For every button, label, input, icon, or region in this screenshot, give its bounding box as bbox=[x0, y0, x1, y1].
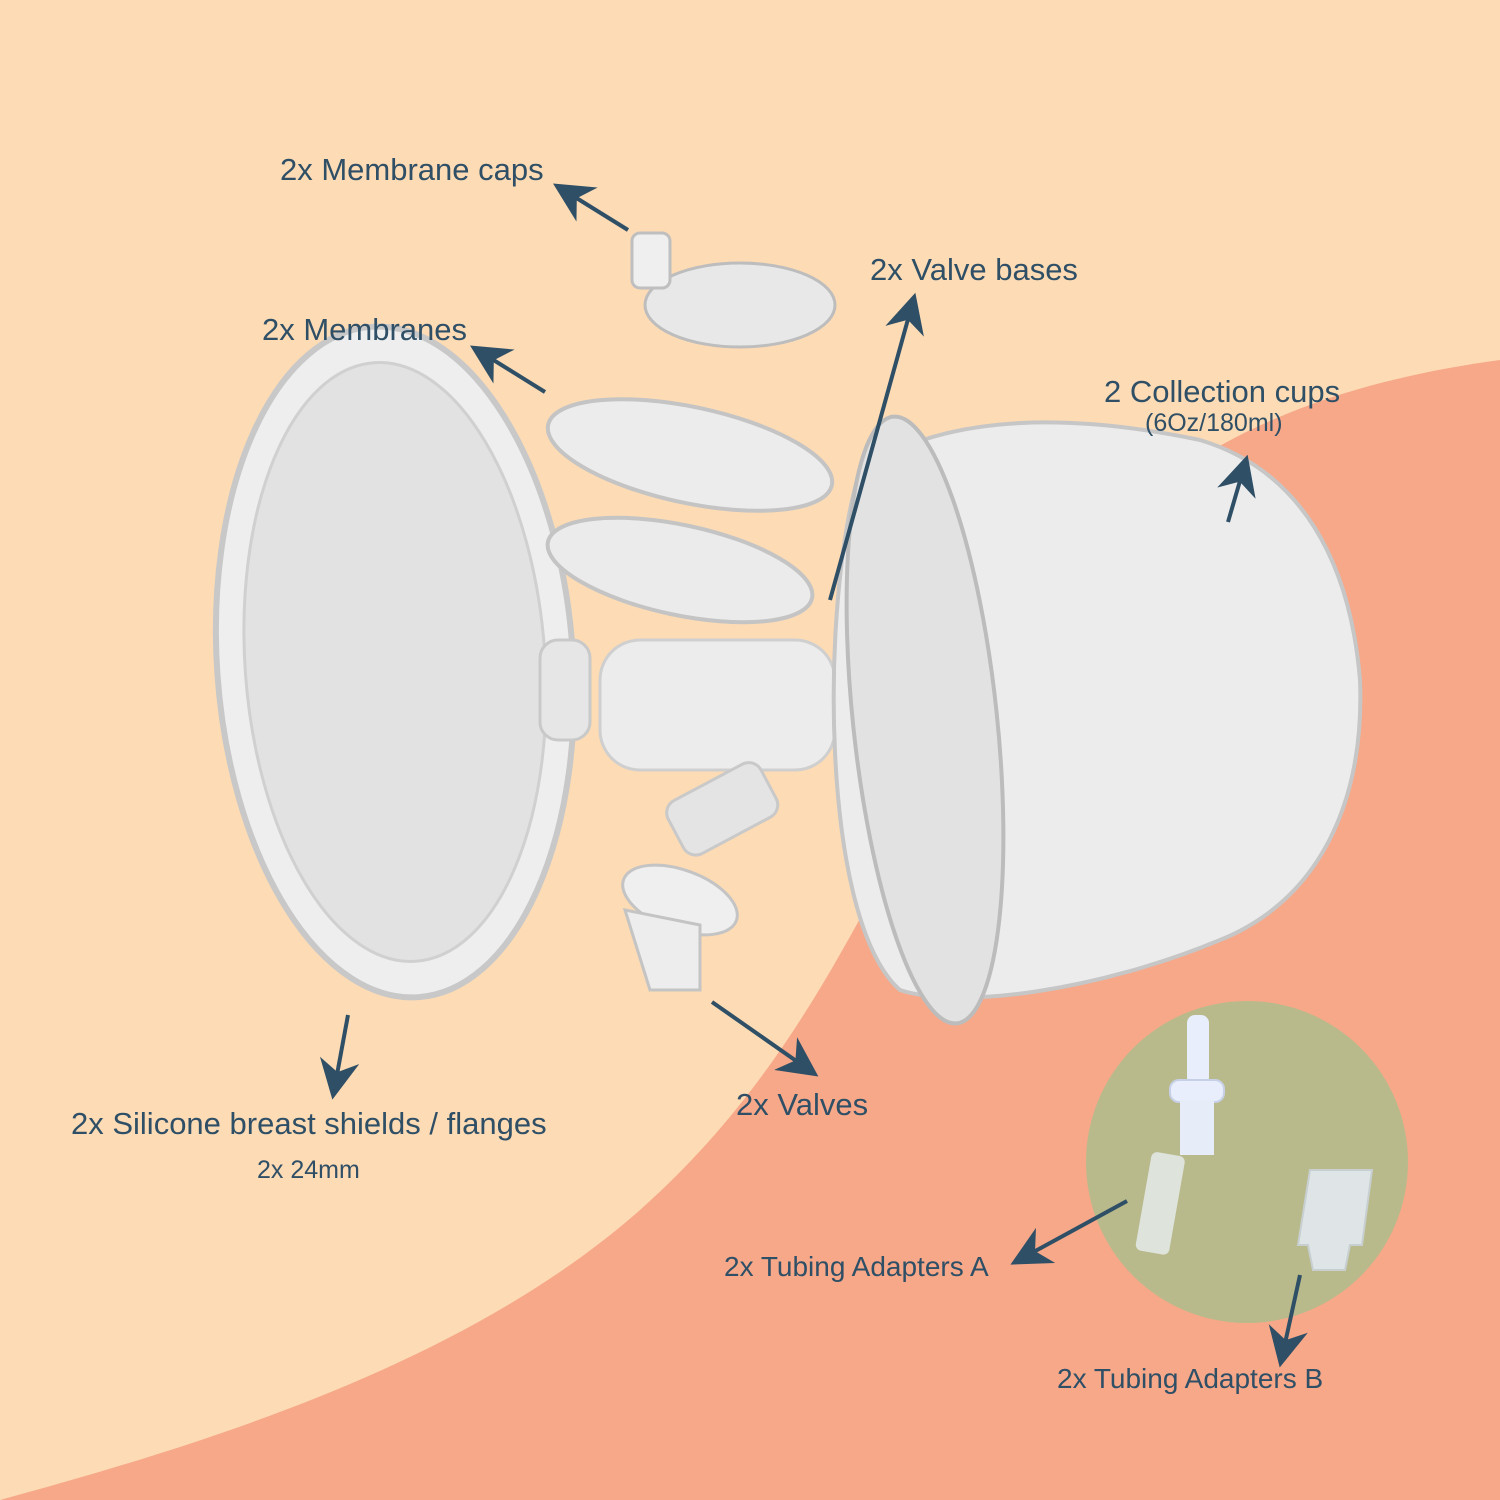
label-breast-shields-size: 2x 24mm bbox=[257, 1156, 360, 1184]
label-valve-bases: 2x Valve bases bbox=[870, 252, 1078, 287]
valve-image bbox=[621, 863, 739, 992]
arrow-breast-shields bbox=[319, 1014, 360, 1100]
label-collection-cups: 2 Collection cups bbox=[1104, 374, 1341, 409]
collection-cup-image bbox=[831, 414, 1363, 1026]
valve-base-image bbox=[598, 638, 837, 857]
arrow-tubing-adapters-a bbox=[1010, 1199, 1128, 1265]
tubing-adapter-a-image bbox=[1135, 1015, 1225, 1255]
label-valves: 2x Valves bbox=[736, 1087, 869, 1122]
tubing-adapter-b-image bbox=[1296, 1169, 1374, 1271]
label-collection-cups-size: (6Oz/180ml) bbox=[1145, 409, 1283, 437]
valve-base-disc-image bbox=[545, 515, 815, 625]
label-tubing-adapters-a: 2x Tubing Adapters A bbox=[724, 1251, 989, 1282]
arrow-membranes bbox=[470, 345, 547, 394]
label-tubing-adapters-b: 2x Tubing Adapters B bbox=[1057, 1363, 1324, 1394]
breast-shield-image bbox=[212, 323, 592, 1001]
membrane-cap-image bbox=[630, 231, 837, 349]
label-membranes: 2x Membranes bbox=[262, 312, 468, 347]
membrane-image bbox=[545, 397, 835, 513]
label-membrane-caps: 2x Membrane caps bbox=[280, 152, 544, 187]
arrow-valves bbox=[710, 1000, 819, 1077]
arrow-tubing-adapters-b bbox=[1268, 1274, 1308, 1368]
arrow-collection-cups bbox=[1217, 454, 1256, 523]
label-breast-shields: 2x Silicone breast shields / flanges bbox=[71, 1106, 547, 1141]
arrow-membrane-caps bbox=[553, 183, 630, 232]
arrow-valve-bases bbox=[828, 292, 924, 601]
